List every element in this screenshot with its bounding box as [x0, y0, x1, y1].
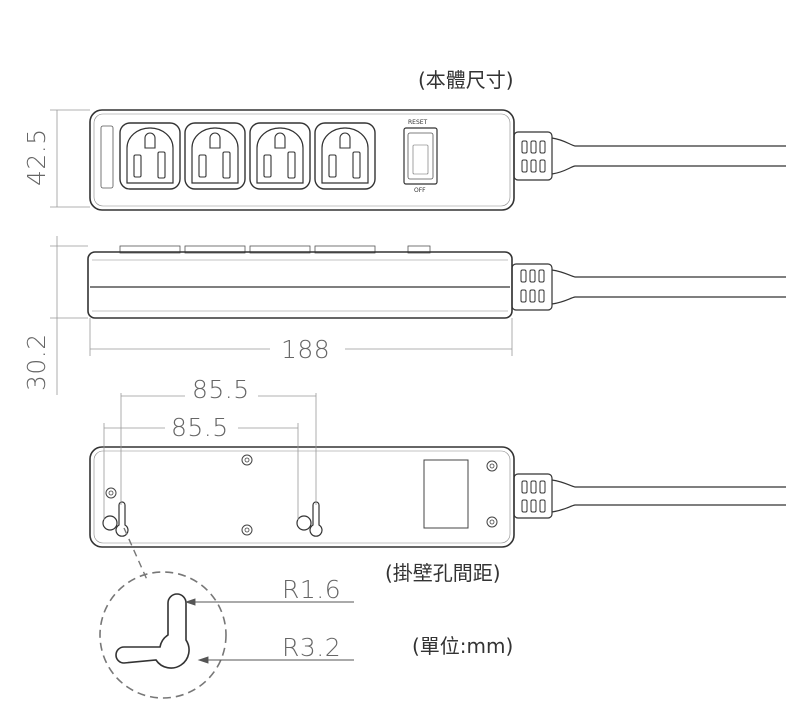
hole-spacing-dimension-lines [103, 393, 317, 520]
hole-spacing-note: (掛壁孔間距) [385, 561, 501, 585]
outlet [184, 122, 246, 190]
switch-reset-text: RESET [408, 119, 428, 126]
height-side-label: 30.2 [22, 333, 51, 391]
radius-large-label: R3.2 [282, 633, 342, 662]
rating-label [100, 125, 114, 189]
bottom-view [89, 393, 786, 548]
screw-holes [105, 454, 498, 536]
body-size-note: (本體尺寸) [418, 68, 514, 92]
side-view [50, 236, 786, 395]
switch-off-text: OFF [414, 187, 426, 194]
hole-outer-label: 85.5 [192, 375, 250, 404]
top-view [50, 109, 786, 211]
height-top-dimension-lines [50, 109, 90, 208]
side-cord-relief [511, 263, 786, 311]
keyhole-slots [102, 501, 323, 537]
keyhole-detail [99, 527, 354, 699]
length-label: 188 [281, 335, 331, 364]
top-view-body [89, 109, 515, 211]
outlet [119, 122, 181, 190]
bottom-cord-relief [513, 473, 786, 519]
unit-note: (單位:mm) [412, 634, 514, 658]
bottom-view-body [89, 446, 515, 548]
power-switch [403, 127, 438, 185]
top-cord-relief [513, 131, 786, 181]
radius-small-label: R1.6 [282, 575, 342, 604]
outlet [249, 122, 311, 190]
height-side-dimension-lines [50, 236, 88, 395]
side-view-body [87, 251, 513, 319]
outlet [314, 122, 376, 190]
length-dimension-lines [89, 318, 513, 356]
height-top-label: 42.5 [22, 128, 51, 186]
hole-inner-label: 85.5 [171, 413, 229, 442]
